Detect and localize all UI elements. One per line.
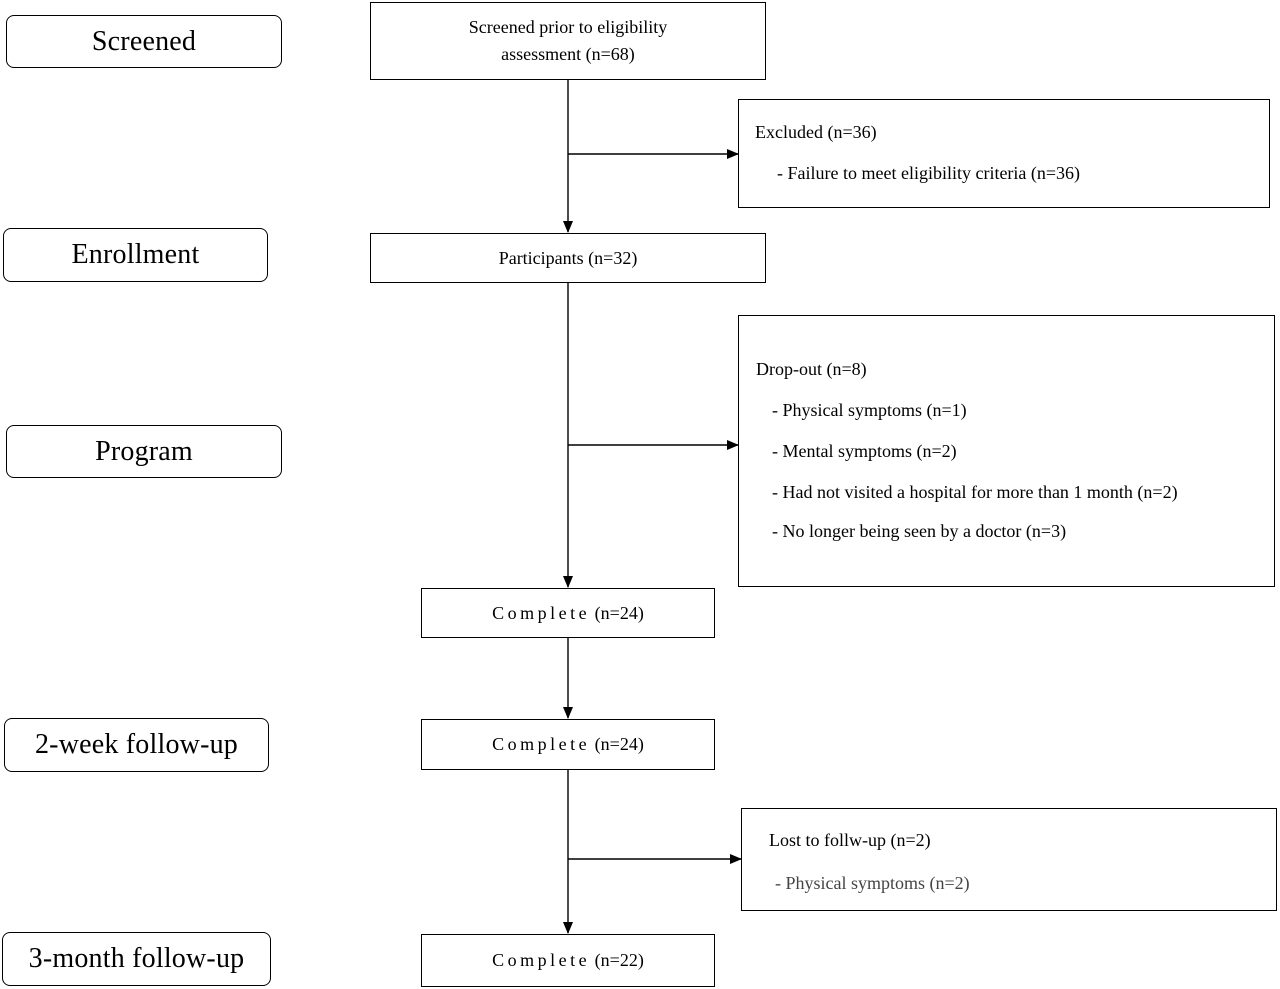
dropout-item: - Had not visited a hospital for more th… [772, 482, 1178, 502]
stage-program-label: Program [95, 435, 193, 467]
dropout-item: - Physical symptoms (n=1) [772, 400, 967, 420]
box-complete-3month: Complete (n=22) [421, 934, 715, 987]
dropout-item: - No longer being seen by a doctor (n=3) [772, 521, 1067, 541]
stage-screened: Screened [6, 15, 282, 68]
box-screened-line2: assessment (n=68) [501, 44, 635, 64]
stage-3month-followup-label: 3-month follow-up [28, 943, 245, 974]
lost-followup-item: - Physical symptoms (n=2) [775, 873, 970, 893]
box-lost-followup: Lost to follw-up (n=2) - Physical sympto… [741, 808, 1277, 911]
stage-screened-label: Screened [91, 25, 197, 57]
lost-followup-title: Lost to follw-up (n=2) [769, 830, 931, 850]
excluded-title: Excluded (n=36) [755, 122, 877, 142]
box-complete-program-word: Complete [492, 602, 591, 623]
stage-2week-followup-label: 2-week follow-up [34, 729, 239, 760]
box-participants: Participants (n=32) [370, 233, 766, 283]
box-screened-line1: Screened prior to eligibility [468, 17, 668, 37]
excluded-item: - Failure to meet eligibility criteria (… [777, 163, 1081, 183]
box-complete-program-count: (n=24) [594, 602, 644, 623]
box-complete-program: Complete (n=24) [421, 588, 715, 638]
box-excluded: Excluded (n=36) - Failure to meet eligib… [738, 99, 1270, 208]
dropout-item: - Mental symptoms (n=2) [772, 441, 957, 461]
box-screened: Screened prior to eligibility assessment… [370, 2, 766, 80]
box-complete-2week-word: Complete [492, 734, 591, 754]
stage-2week-followup: 2-week follow-up [4, 718, 269, 772]
dropout-title: Drop-out (n=8) [756, 359, 867, 379]
box-complete-3month-count: (n=22) [594, 950, 644, 970]
stage-3month-followup: 3-month follow-up [2, 932, 271, 986]
stage-enrollment-label: Enrollment [71, 239, 200, 270]
box-dropout: Drop-out (n=8) - Physical symptoms (n=1)… [738, 315, 1275, 587]
box-complete-2week-count: (n=24) [594, 734, 644, 754]
stage-enrollment: Enrollment [3, 228, 268, 282]
stage-program: Program [6, 425, 282, 478]
box-complete-3month-word: Complete [492, 950, 591, 970]
box-complete-2week: Complete (n=24) [421, 719, 715, 770]
box-participants-label: Participants (n=32) [498, 247, 638, 268]
